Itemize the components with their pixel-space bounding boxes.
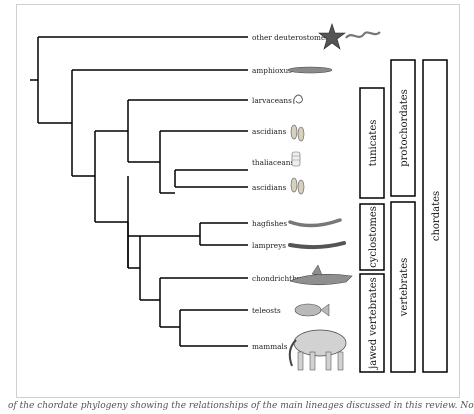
shark-illustration — [289, 264, 353, 286]
taxon-label: teleosts — [252, 306, 281, 315]
taxon-label: larvaceans — [252, 96, 292, 105]
elephant-illustration — [288, 329, 347, 371]
taxon-label: lampreys — [252, 241, 286, 250]
phylogeny-diagram: other deuterostomes amphioxus larvaceans… — [30, 23, 448, 373]
taxon-label: ascidians — [252, 183, 287, 192]
figure-frame — [16, 4, 460, 398]
fish-illustration — [294, 303, 330, 317]
taxon-label: amphioxus — [252, 66, 292, 75]
group-label-jawed-vertebrates: jawed vertebrates — [368, 277, 379, 370]
taxon-label: thaliaceans — [252, 158, 294, 167]
group-label-vertebrates: vertebrates — [399, 258, 410, 318]
tree-branches — [30, 36, 248, 347]
larvacean-illustration — [293, 94, 303, 105]
figure-caption: of the chordate phylogeny showing the re… — [8, 401, 474, 411]
taxon-label: ascidians — [252, 127, 287, 136]
taxon-label: chondrichthyes — [252, 274, 309, 283]
thaliacean-illustration — [291, 151, 301, 167]
ascidian-illustration-2 — [290, 177, 305, 195]
group-label-tunicates: tunicates — [368, 120, 379, 167]
amphioxus-illustration — [287, 66, 333, 74]
group-brackets — [359, 59, 448, 373]
taxon-label: hagfishes — [252, 219, 287, 228]
lamprey-illustration — [288, 241, 346, 250]
acorn-worm-illustration — [345, 31, 381, 39]
taxon-label: other deuterostomes — [252, 33, 329, 42]
group-label-cyclostomes: cyclostomes — [368, 206, 379, 268]
group-label-protochordates: protochordates — [399, 89, 410, 167]
ascidian-illustration — [290, 124, 305, 142]
group-label-chordates: chordates — [431, 191, 442, 241]
starfish-illustration — [318, 23, 346, 50]
taxon-label: mammals — [252, 342, 288, 351]
hagfish-illustration — [288, 218, 342, 228]
